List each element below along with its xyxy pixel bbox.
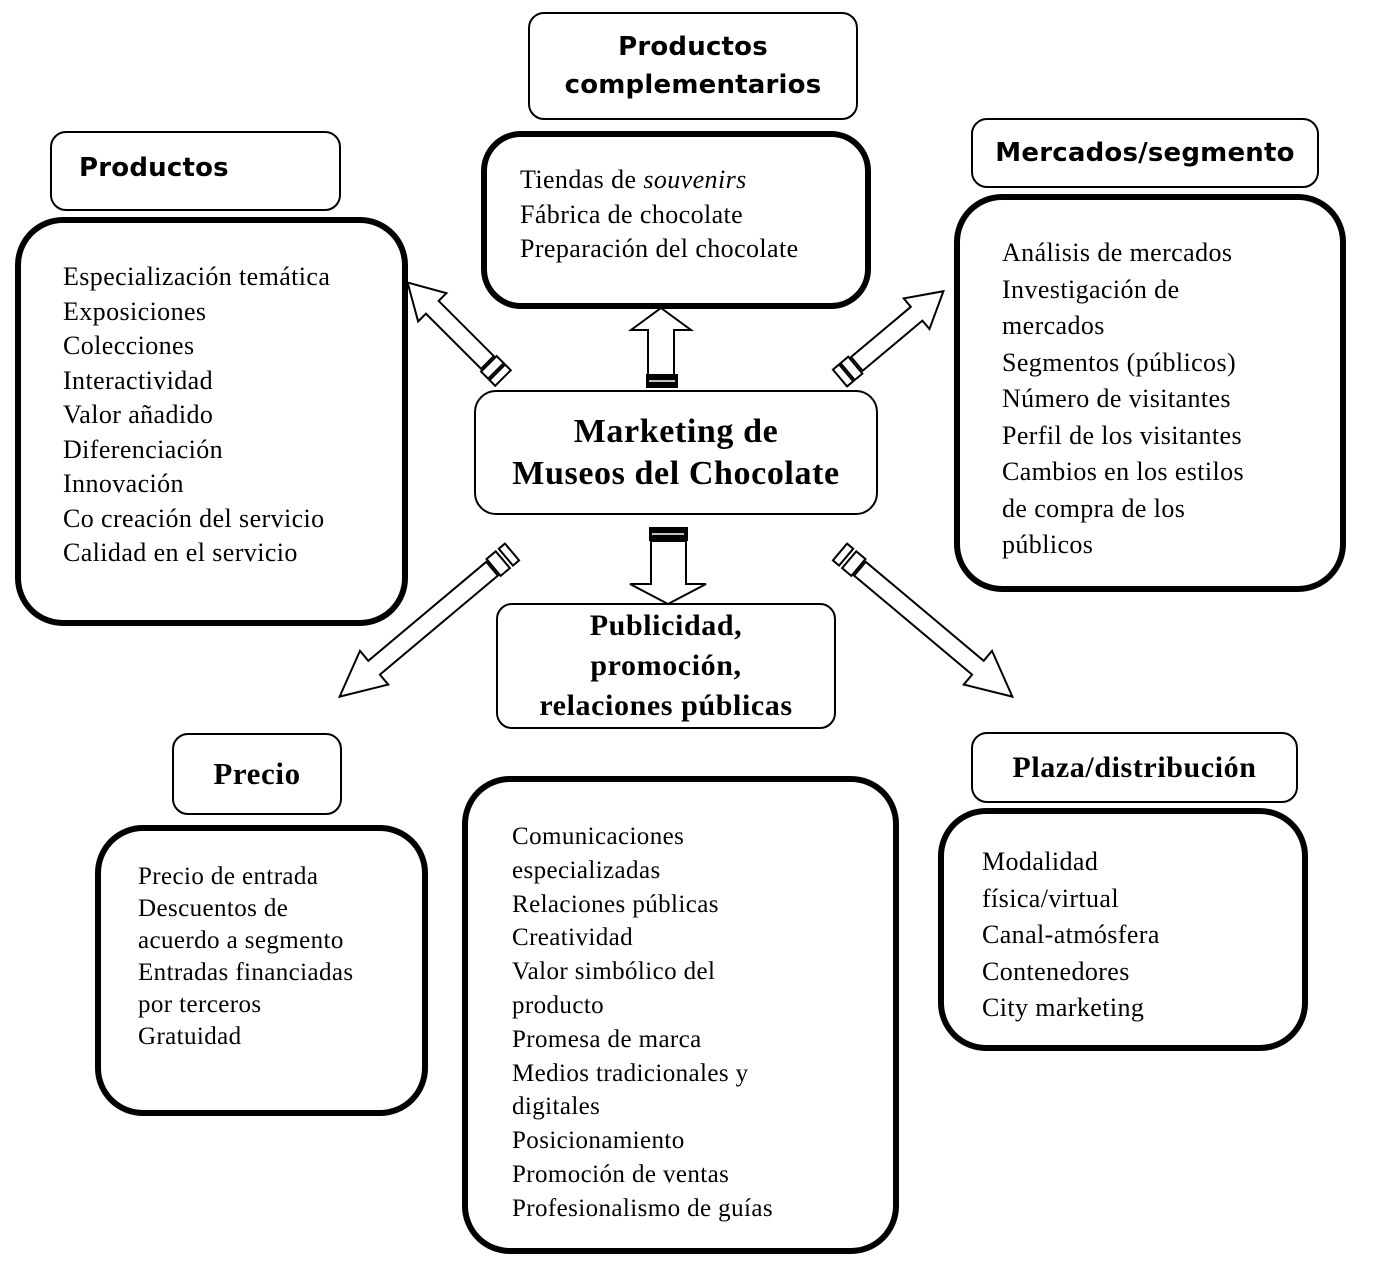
publicidad-title-line3: relaciones públicas (539, 689, 793, 722)
arrow-up-left-icon (406, 281, 513, 388)
mercados-item: Investigación de (1002, 274, 1180, 304)
mercados-item: de compra de los (1002, 493, 1186, 523)
publicidad-item: digitales (512, 1093, 601, 1121)
plaza-item: City marketing (982, 993, 1145, 1022)
plaza-title: Plaza/distribución (1012, 750, 1257, 784)
precio-item: Gratuidad (138, 1023, 242, 1050)
publicidad-item: Promesa de marca (512, 1025, 702, 1053)
productos-item: Calidad en el servicio (63, 538, 298, 567)
precio-content: Precio de entrada Descuentos de acuerdo … (95, 825, 428, 1116)
precio-item: acuerdo a segmento (138, 927, 344, 954)
publicidad-item: Medios tradicionales y (512, 1059, 749, 1087)
productos-item: Exposiciones (63, 296, 207, 326)
productos-complementarios-title-line1: Productos (618, 32, 768, 62)
productos-complementarios-header: Productos complementarios (528, 12, 858, 120)
publicidad-title-line2: promoción, (590, 649, 742, 682)
publicidad-item: Comunicaciones (512, 823, 685, 850)
productos-item: Innovación (63, 469, 184, 498)
precio-item: por terceros (138, 991, 262, 1018)
mercados-item: Cambios en los estilos (1002, 457, 1245, 486)
center-node: Marketing de Museos del Chocolate (474, 390, 878, 515)
mercados-item: mercados (1002, 311, 1105, 340)
plaza-header: Plaza/distribución (971, 732, 1298, 803)
mercados-header: Mercados/segmento (971, 118, 1319, 188)
publicidad-item: Relaciones públicas (512, 890, 719, 918)
mercados-item: públicos (1002, 530, 1094, 559)
productos-complementarios-content: Tiendas de souvenirs Fábrica de chocolat… (481, 131, 871, 309)
plaza-item: Modalidad (982, 847, 1099, 876)
productos-item: Valor añadido (63, 400, 214, 429)
plaza-item: Canal-atmósfera (982, 920, 1160, 949)
publicidad-item: especializadas (512, 856, 661, 884)
publicidad-item: Posicionamiento (512, 1127, 685, 1155)
productos-item: Co creación del servicio (63, 503, 325, 533)
mercados-content: Análisis de mercados Investigación de me… (954, 194, 1346, 592)
publicidad-item: producto (512, 991, 605, 1019)
arrow-down-left-icon (337, 542, 521, 699)
mercados-item: Análisis de mercados (1002, 238, 1233, 267)
plaza-item: Contenedores (982, 956, 1130, 986)
publicidad-title-line1: Publicidad, (589, 609, 743, 642)
productos-complementarios-item: Fábrica de chocolate (520, 199, 744, 229)
productos-complementarios-title-line2: complementarios (564, 70, 822, 100)
precio-header: Precio (172, 733, 342, 815)
mercados-title: Mercados/segmento (995, 138, 1295, 168)
arrow-up-icon (627, 306, 695, 388)
productos-item: Interactividad (63, 365, 213, 395)
productos-title: Productos (79, 153, 229, 183)
productos-item: Diferenciación (63, 434, 224, 464)
precio-title: Precio (213, 756, 301, 791)
plaza-item: física/virtual (982, 883, 1119, 913)
publicidad-item: Profesionalismo de guías (512, 1194, 773, 1222)
arrow-down-icon (629, 527, 707, 606)
publicidad-content: Comunicaciones especializadas Relaciones… (462, 776, 899, 1254)
arrow-up-right-icon (831, 289, 945, 388)
publicidad-item: Valor simbólico del (512, 958, 716, 986)
productos-header: Productos (50, 131, 341, 211)
center-title-line1: Marketing de (573, 412, 779, 450)
center-title-line2: Museos del Chocolate (512, 454, 840, 492)
productos-complementarios-item: Preparación del chocolate (520, 234, 799, 263)
plaza-content: Modalidad física/virtual Canal-atmósfera… (938, 808, 1308, 1051)
publicidad-item: Creatividad (512, 924, 634, 952)
productos-item: Colecciones (63, 331, 195, 360)
arrow-down-right-icon (831, 542, 1015, 699)
precio-item: Precio de entrada (138, 863, 319, 890)
mercados-item: Número de visitantes (1002, 384, 1231, 413)
precio-item: Descuentos de (138, 895, 289, 922)
mercados-item: Segmentos (públicos) (1002, 347, 1237, 377)
productos-complementarios-item: Tiendas de souvenirs (520, 165, 747, 194)
productos-content: Especialización temática Exposiciones Co… (15, 217, 408, 626)
precio-item: Entradas financiadas (138, 959, 354, 986)
publicidad-item: Promoción de ventas (512, 1160, 730, 1188)
mercados-item: Perfil de los visitantes (1002, 420, 1242, 450)
publicidad-header: Publicidad, promoción, relaciones públic… (496, 603, 836, 729)
productos-item: Especialización temática (63, 262, 331, 291)
